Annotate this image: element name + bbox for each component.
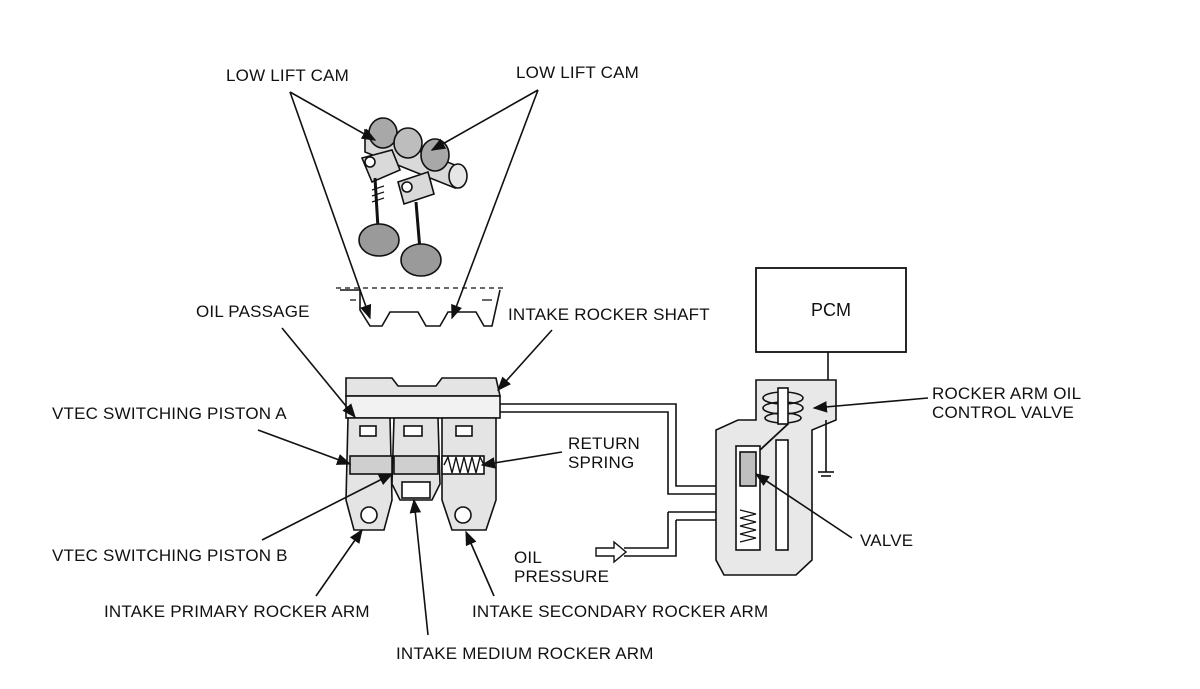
label-rocker-arm-oil-control-valve-2: CONTROL VALVE <box>932 403 1075 422</box>
label-pcm: PCM <box>811 300 851 320</box>
label-rocker-arm-oil-control-valve-1: ROCKER ARM OIL <box>932 384 1082 403</box>
label-low-lift-cam-right: LOW LIFT CAM <box>516 63 639 82</box>
label-oil-passage: OIL PASSAGE <box>196 302 310 321</box>
label-vtec-switching-piston-b: VTEC SWITCHING PISTON B <box>52 546 288 565</box>
label-vtec-switching-piston-a: VTEC SWITCHING PISTON A <box>52 404 287 423</box>
oil-control-valve-body <box>715 379 837 576</box>
label-return-spring-1: RETURN <box>568 434 641 453</box>
low-lift-cam-leaders <box>289 89 539 320</box>
label-intake-primary-rocker-arm: INTAKE PRIMARY ROCKER ARM <box>104 602 370 621</box>
oil-lines <box>500 403 740 557</box>
label-valve: VALVE <box>860 531 914 550</box>
label-low-lift-cam-left: LOW LIFT CAM <box>226 66 349 85</box>
label-return-spring-2: SPRING <box>568 453 635 472</box>
label-leaders <box>257 327 929 636</box>
return-spring <box>443 454 485 474</box>
oil-pressure-arrow <box>595 540 628 564</box>
label-intake-rocker-shaft: INTAKE ROCKER SHAFT <box>508 305 710 324</box>
pcm-box <box>755 267 907 353</box>
ground-symbol <box>818 420 834 477</box>
solenoid-coil <box>759 387 804 451</box>
rocker-arm-assembly <box>345 377 501 531</box>
label-intake-secondary-rocker-arm: INTAKE SECONDARY ROCKER ARM <box>472 602 769 621</box>
label-oil-pressure-1: OIL <box>514 548 543 567</box>
camshaft-assembly <box>358 117 468 277</box>
label-oil-pressure-2: PRESSURE <box>514 567 610 586</box>
label-intake-medium-rocker-arm: INTAKE MEDIUM ROCKER ARM <box>396 644 654 663</box>
